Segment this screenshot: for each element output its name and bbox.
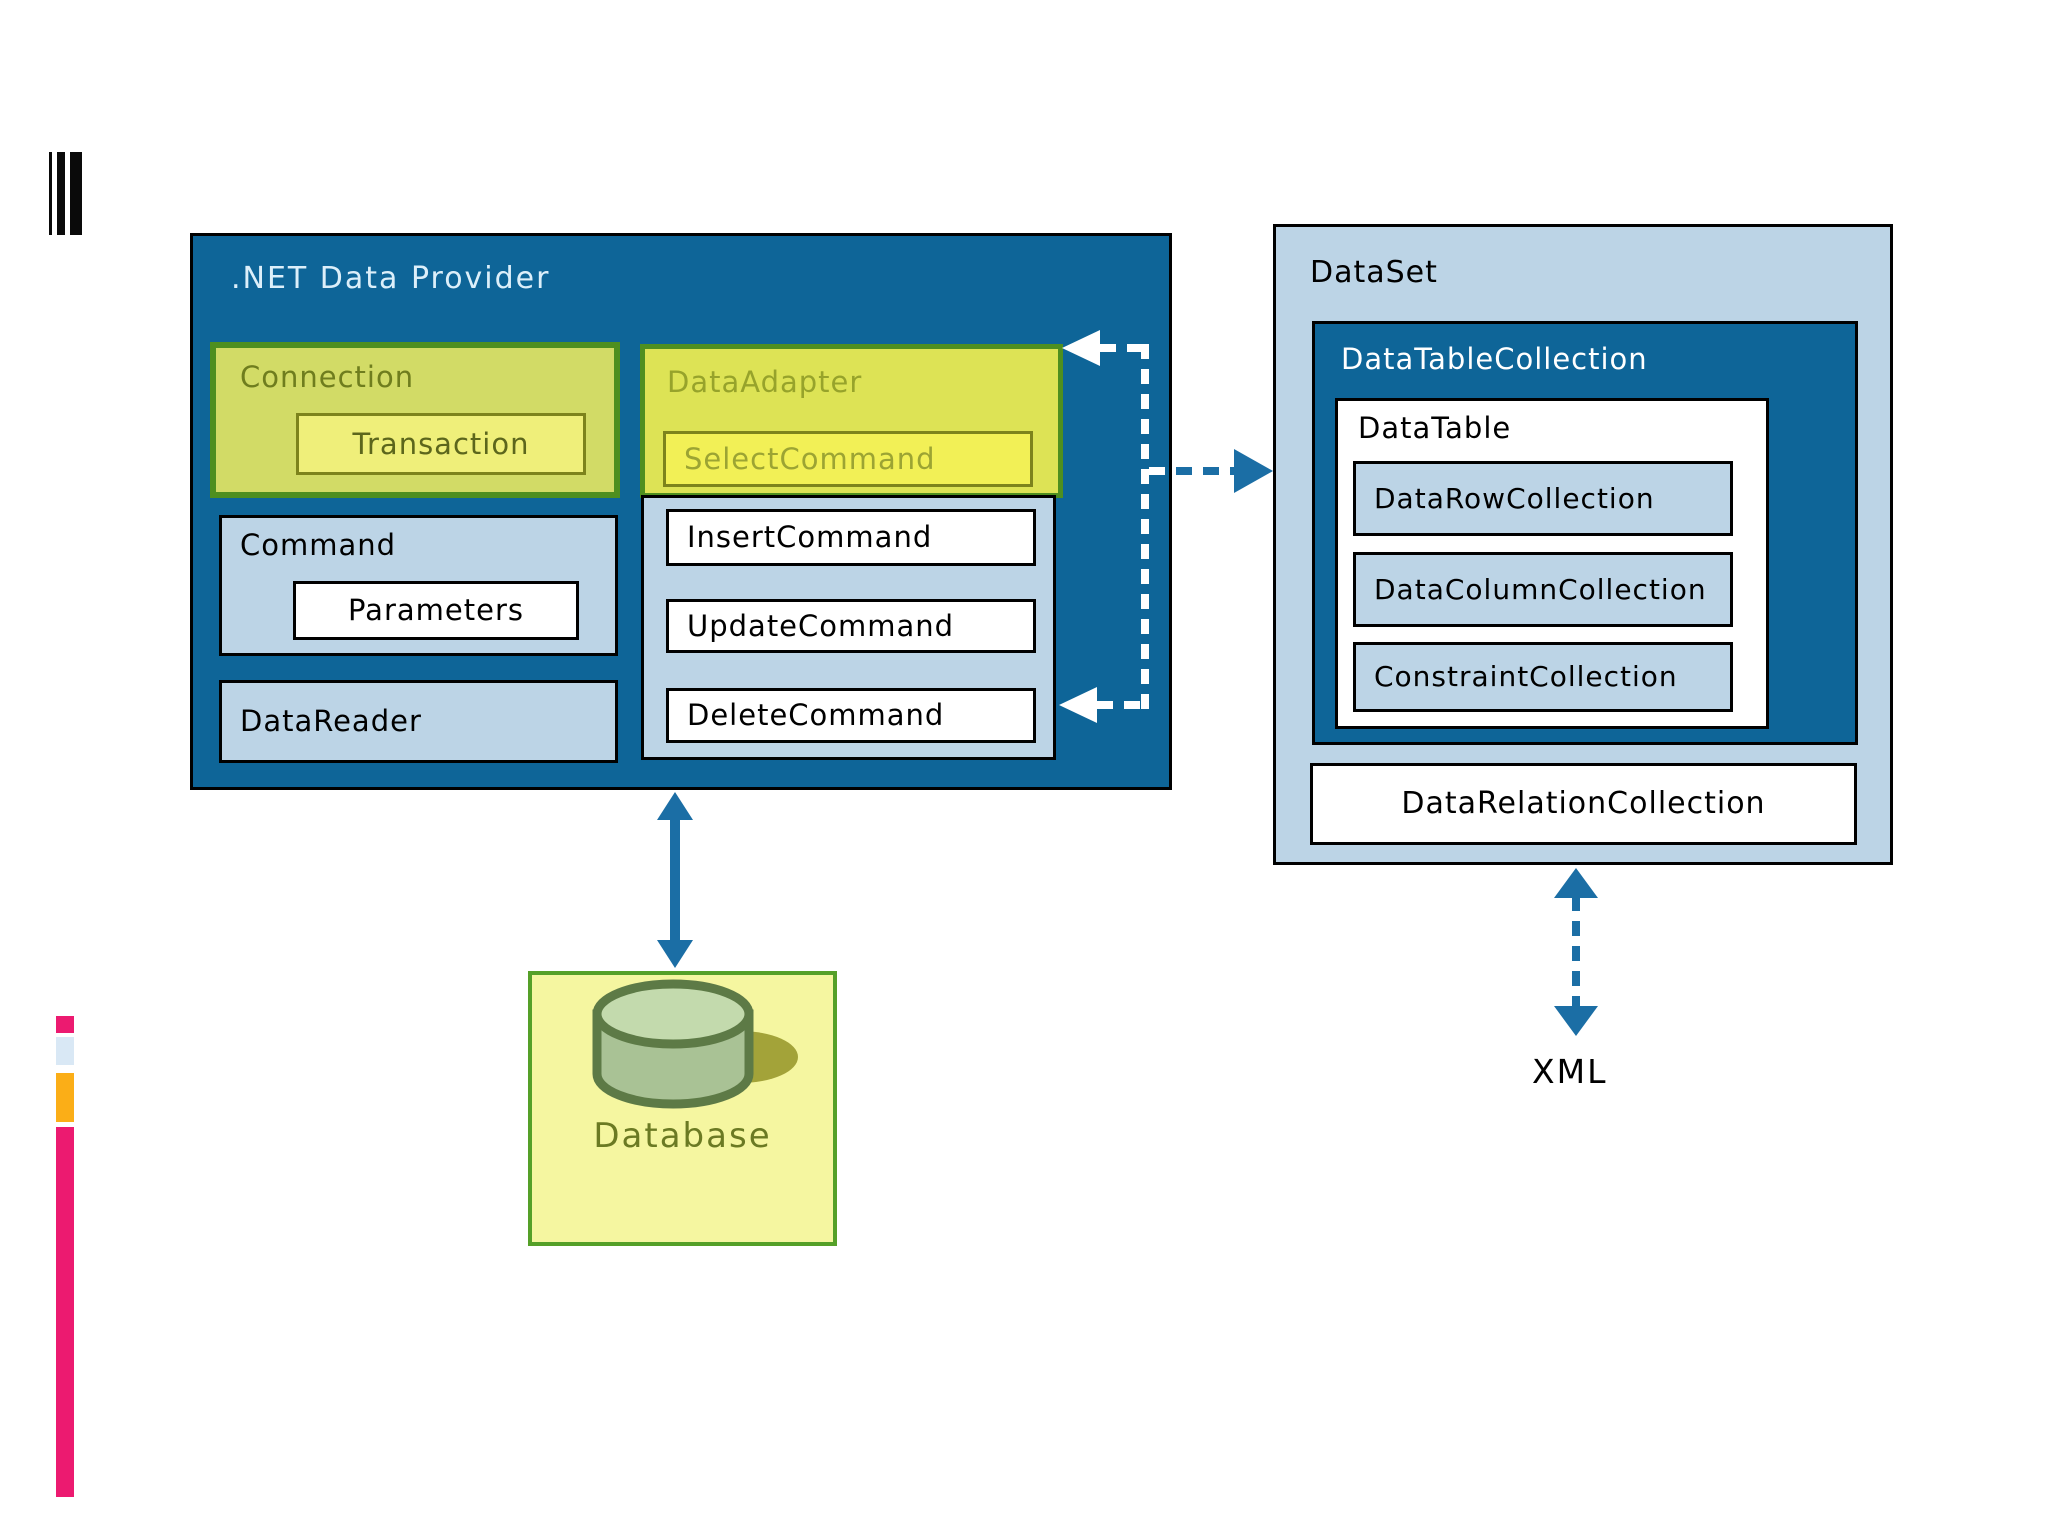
- arrowhead-right: [1234, 449, 1273, 493]
- command-label: Command: [240, 528, 397, 562]
- dashed-line-horizontal: [1097, 701, 1145, 709]
- database-label: Database: [593, 1116, 772, 1156]
- connection-label: Connection: [240, 360, 415, 394]
- net-data-provider-box: .NET Data Provider Connection Transactio…: [190, 233, 1172, 790]
- arrow-shaft: [670, 816, 680, 944]
- chip-magenta-small: [56, 1016, 74, 1033]
- datareader-box: DataReader: [219, 680, 618, 763]
- arrowhead-down: [1554, 1006, 1598, 1036]
- dashed-line-horizontal: [1100, 344, 1146, 352]
- connection-box: Connection Transaction: [210, 342, 620, 498]
- arrowhead-down: [657, 940, 693, 968]
- arrowhead-up: [657, 792, 693, 820]
- datatablecollection-box: DataTableCollection DataTable DataRowCol…: [1312, 321, 1858, 745]
- deletecommand-box: DeleteCommand: [666, 688, 1036, 743]
- arrowhead-up: [1554, 868, 1598, 898]
- chip-orange: [56, 1073, 74, 1122]
- datatablecollection-title: DataTableCollection: [1341, 342, 1648, 376]
- datatable-box: DataTable DataRowCollection DataColumnCo…: [1335, 398, 1769, 729]
- dataset-title: DataSet: [1310, 255, 1438, 290]
- arrowhead-left: [1059, 687, 1097, 723]
- datacolumncollection-box: DataColumnCollection: [1353, 552, 1733, 627]
- database-cylinder-icon: [592, 979, 798, 1109]
- parameters-box: Parameters: [293, 581, 579, 640]
- adapter-commands-container: InsertCommand UpdateCommand DeleteComman…: [641, 495, 1056, 760]
- insertcommand-box: InsertCommand: [666, 509, 1036, 566]
- datarelationcollection-box: DataRelationCollection: [1310, 763, 1857, 845]
- arrowhead-left: [1062, 330, 1100, 366]
- net-data-provider-title: .NET Data Provider: [231, 261, 551, 296]
- chip-light-blue: [56, 1037, 74, 1065]
- dataset-box: DataSet DataTableCollection DataTable Da…: [1273, 224, 1893, 865]
- constraintcollection-box: ConstraintCollection: [1353, 642, 1733, 712]
- datatable-label: DataTable: [1358, 411, 1512, 445]
- updatecommand-box: UpdateCommand: [666, 599, 1036, 653]
- xml-label: XML: [1532, 1052, 1608, 1091]
- dashed-line-vertical: [1572, 896, 1580, 1008]
- command-box: Command Parameters: [219, 515, 618, 656]
- accent-bar-thin: [49, 152, 52, 235]
- accent-bar-thick: [70, 152, 82, 235]
- selectcommand-box: SelectCommand: [663, 431, 1033, 487]
- datarowcollection-box: DataRowCollection: [1353, 461, 1733, 536]
- dataadapter-label: DataAdapter: [667, 365, 863, 399]
- transaction-box: Transaction: [296, 413, 586, 475]
- dashed-line-horizontal: [1176, 467, 1234, 475]
- accent-bar-medium: [57, 152, 65, 235]
- dashed-line-horizontal: [1149, 467, 1170, 475]
- chip-magenta-tall: [56, 1127, 74, 1497]
- dataadapter-box: DataAdapter SelectCommand: [640, 344, 1063, 498]
- dashed-line-vertical: [1141, 344, 1149, 709]
